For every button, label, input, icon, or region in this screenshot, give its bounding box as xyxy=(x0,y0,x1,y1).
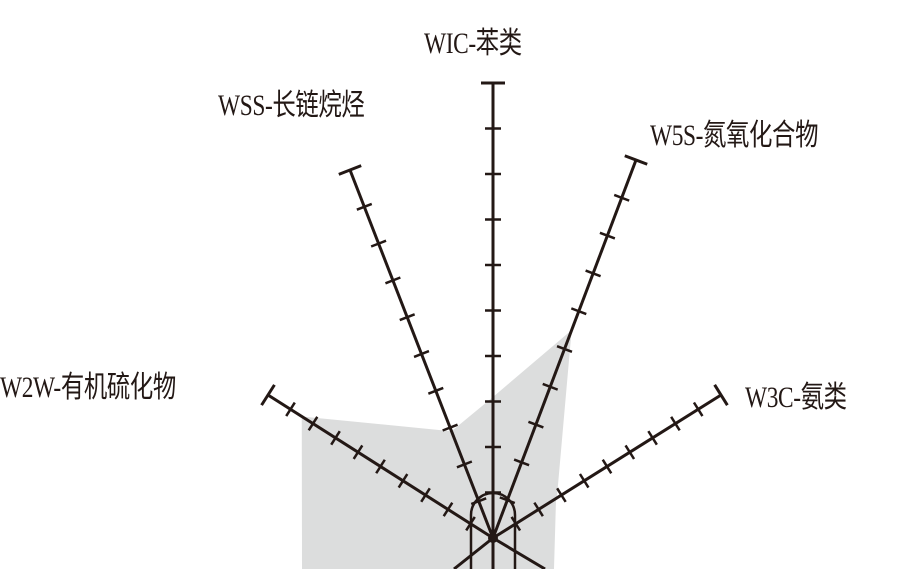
axis-tick xyxy=(578,473,590,489)
axis-tick xyxy=(533,501,544,517)
axis-tick xyxy=(399,313,416,322)
axis-tick xyxy=(307,416,319,432)
axis-tick xyxy=(585,269,602,278)
axis-tick xyxy=(442,501,454,517)
axis-tick xyxy=(413,349,430,359)
axis-tick xyxy=(692,401,704,417)
axis-tick xyxy=(513,458,530,467)
axis-tick xyxy=(624,154,648,166)
axis-tick xyxy=(713,384,729,406)
axis-tick xyxy=(647,430,658,446)
axis-label-wss: WSS-长链烷烃 xyxy=(218,89,365,122)
axis-line-lower xyxy=(492,536,546,569)
axis-tick xyxy=(338,164,362,176)
axis-tick xyxy=(599,231,616,240)
axis-tick xyxy=(542,382,559,391)
axis-tick xyxy=(527,420,544,429)
center-point xyxy=(488,533,498,543)
axis-label-w3c: W3C-氨类 xyxy=(745,381,847,414)
axis-tick xyxy=(352,444,364,460)
axis-tick xyxy=(420,487,431,503)
axis-tick xyxy=(285,401,296,417)
axis-tick xyxy=(397,473,409,489)
axis-tick xyxy=(442,423,459,432)
axis-label-w2w: W2W-有机硫化物 xyxy=(0,371,176,404)
axis-tick xyxy=(330,430,341,446)
axis-tick xyxy=(556,487,567,503)
axis-tick xyxy=(456,460,473,469)
axis-tick xyxy=(356,202,373,211)
series-area xyxy=(301,330,572,569)
axis-tick xyxy=(670,416,681,432)
axis-tick xyxy=(613,193,630,202)
axis-tick xyxy=(556,345,573,353)
axis-label-w5s: W5S-氮氧化合物 xyxy=(650,119,819,152)
axis-line-lower xyxy=(453,536,494,569)
center-ring xyxy=(469,491,517,569)
axis-tick xyxy=(601,459,613,474)
axis-tick xyxy=(260,384,276,406)
axis-label-wic: WIC-苯类 xyxy=(424,27,522,60)
axis-tick xyxy=(375,459,386,474)
axis-tick xyxy=(370,239,387,248)
axis-tick xyxy=(427,386,444,395)
axis-tick xyxy=(384,276,401,285)
axis-tick xyxy=(624,444,636,460)
axis-tick xyxy=(570,307,587,316)
